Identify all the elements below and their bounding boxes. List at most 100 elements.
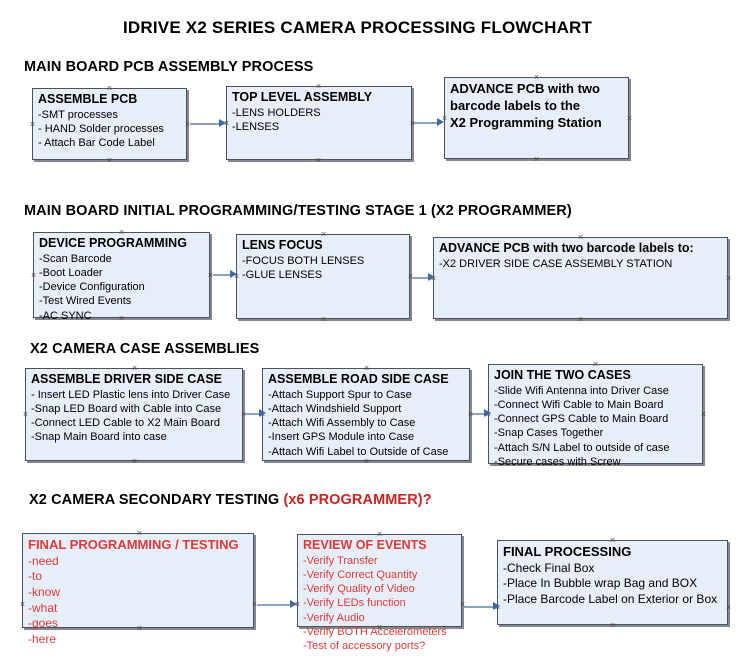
handle-bottom[interactable] <box>135 624 144 633</box>
node-line: -Attach S/N Label to outside of case <box>494 441 670 454</box>
node-line: barcode labels to the <box>450 97 581 113</box>
handle-bottom[interactable] <box>117 314 126 323</box>
handle-top[interactable] <box>608 536 617 545</box>
handle-top[interactable] <box>362 364 371 373</box>
handle-left[interactable] <box>18 600 27 609</box>
node-line: -Verify Correct Quantity <box>303 569 418 582</box>
node-header: FINAL PROCESSING <box>503 544 632 559</box>
node-line: -Place Barcode Label on Exterior or Box <box>503 592 718 607</box>
section-heading-1-text: MAIN BOARD PCB ASSEMBLY PROCESS <box>24 59 314 75</box>
handle-top[interactable] <box>591 360 600 369</box>
handle-right[interactable] <box>625 114 634 123</box>
handle-top[interactable] <box>532 73 541 82</box>
handle-left[interactable] <box>29 271 38 280</box>
arrowhead-1a <box>219 119 226 127</box>
node-review-of-events[interactable]: REVIEW OF EVENTS -Verify Transfer -Verif… <box>297 534 462 652</box>
page-title: IDRIVE X2 SERIES CAMERA PROCESSING FLOWC… <box>123 18 593 37</box>
handle-bottom[interactable] <box>576 315 585 324</box>
node-advance-pcb-driver-side-case[interactable]: ADVANCE PCB with two barcode labels to: … <box>433 237 728 319</box>
section-heading-4-text: X2 CAMERA SECONDARY TESTING <box>29 492 284 508</box>
section-heading-1: MAIN BOARD PCB ASSEMBLY PROCESS <box>24 59 313 75</box>
node-line: -Attach Support Spur to Case <box>268 389 412 402</box>
node-header: ASSEMBLE DRIVER SIDE CASE <box>31 372 223 386</box>
handle-bottom[interactable] <box>608 621 617 630</box>
handle-top[interactable] <box>314 82 323 91</box>
node-assemble-pcb[interactable]: ASSEMBLE PCB -SMT processes - HAND Solde… <box>32 88 187 160</box>
handle-bottom[interactable] <box>362 457 371 466</box>
handle-left[interactable] <box>21 410 30 419</box>
node-line: -know <box>28 585 61 600</box>
arrowhead-1b <box>437 118 444 126</box>
handle-bottom[interactable] <box>375 623 384 632</box>
node-advance-pcb-programming-station[interactable]: ADVANCE PCB with two barcode labels to t… <box>444 77 629 159</box>
node-line: -to <box>28 569 43 584</box>
node-line: -Snap Cases Together <box>494 427 604 440</box>
node-line: -Place In Bubble wrap Bag and BOX <box>503 576 698 591</box>
node-line: - Insert LED Plastic lens into Driver Ca… <box>31 389 231 402</box>
handle-bottom[interactable] <box>314 156 323 165</box>
node-line: -Boot Loader <box>39 267 103 280</box>
arrowhead-4a <box>290 600 297 608</box>
node-line: -Scan Barcode <box>39 253 112 266</box>
node-header: ASSEMBLE PCB <box>38 92 138 106</box>
handle-bottom[interactable] <box>532 155 541 164</box>
node-line: X2 Programming Station <box>450 114 602 130</box>
section-heading-2: MAIN BOARD INITIAL PROGRAMMING/TESTING S… <box>24 203 572 219</box>
handle-top[interactable] <box>135 529 144 538</box>
node-join-the-two-cases[interactable]: JOIN THE TWO CASES -Slide Wifi Antenna i… <box>488 364 703 468</box>
handle-top[interactable] <box>117 228 126 237</box>
node-line: -what <box>28 600 58 615</box>
node-line: -Connect GPS Cable to Main Board <box>494 413 669 426</box>
node-line: - HAND Solder processes <box>38 123 164 136</box>
node-line: -Slide Wifi Antenna into Driver Case <box>494 385 669 398</box>
handle-bottom[interactable] <box>591 460 600 469</box>
arrowhead-2b <box>428 273 435 281</box>
connector-4b <box>464 606 496 608</box>
section-heading-4: X2 CAMERA SECONDARY TESTING (x6 PROGRAMM… <box>29 492 432 508</box>
handle-bottom[interactable] <box>105 156 114 165</box>
node-final-processing[interactable]: FINAL PROCESSING -Check Final Box -Place… <box>497 540 728 625</box>
node-device-programming[interactable]: DEVICE PROGRAMMING -Scan Barcode -Boot L… <box>33 232 210 322</box>
node-line: -Attach Wifi Label to Outside of Case <box>268 445 449 458</box>
connector-3b <box>472 413 487 415</box>
node-line: -Verify LEDs function <box>303 597 406 610</box>
node-header: JOIN THE TWO CASES <box>494 368 631 382</box>
handle-right[interactable] <box>724 603 733 612</box>
node-line: -GLUE LENSES <box>242 269 323 282</box>
node-line: -LENSES <box>232 121 280 134</box>
handle-top[interactable] <box>130 364 139 373</box>
node-header: DEVICE PROGRAMMING <box>39 236 187 250</box>
node-assemble-driver-side-case[interactable]: ASSEMBLE DRIVER SIDE CASE - Insert LED P… <box>25 368 243 461</box>
handle-left[interactable] <box>28 120 37 129</box>
node-line: -Verify Transfer <box>303 555 378 568</box>
connector-3a <box>245 413 262 415</box>
node-header: REVIEW OF EVENTS <box>303 538 427 552</box>
arrowhead-4b <box>493 602 500 610</box>
handle-top[interactable] <box>576 233 585 242</box>
handle-right[interactable] <box>699 410 708 419</box>
node-line: -Insert GPS Module into Case <box>268 431 415 444</box>
node-header: ADVANCE PCB with two barcode labels to: <box>439 241 694 255</box>
handle-top[interactable] <box>375 530 384 539</box>
node-header: LENS FOCUS <box>242 238 323 252</box>
node-line: -Attach Wifi Assembly to Case <box>268 417 416 430</box>
handle-bottom[interactable] <box>130 457 139 466</box>
section-heading-2-text: MAIN BOARD INITIAL PROGRAMMING/TESTING S… <box>24 203 572 219</box>
handle-top[interactable] <box>105 84 114 93</box>
handle-top[interactable] <box>319 230 328 239</box>
connector-2a <box>213 274 234 276</box>
arrowhead-3b <box>484 409 491 417</box>
node-line: -Check Final Box <box>503 560 595 575</box>
node-top-level-assembly[interactable]: TOP LEVEL ASSEMBLY -LENS HOLDERS -LENSES <box>226 86 412 160</box>
node-header: TOP LEVEL ASSEMBLY <box>232 90 373 104</box>
node-final-programming-testing[interactable]: FINAL PROGRAMMING / TESTING -need -to -k… <box>22 533 254 646</box>
node-assemble-road-side-case[interactable]: ASSEMBLE ROAD SIDE CASE -Attach Support … <box>262 368 470 461</box>
handle-right[interactable] <box>724 274 733 283</box>
node-lens-focus[interactable]: LENS FOCUS -FOCUS BOTH LENSES -GLUE LENS… <box>236 234 410 319</box>
handle-bottom[interactable] <box>319 315 328 324</box>
node-line: -X2 DRIVER SIDE CASE ASSEMBLY STATION <box>439 258 673 271</box>
node-line: -SMT processes <box>38 109 118 122</box>
node-line: -need <box>28 553 59 568</box>
section-heading-3: X2 CAMERA CASE ASSEMBLIES <box>30 341 259 357</box>
